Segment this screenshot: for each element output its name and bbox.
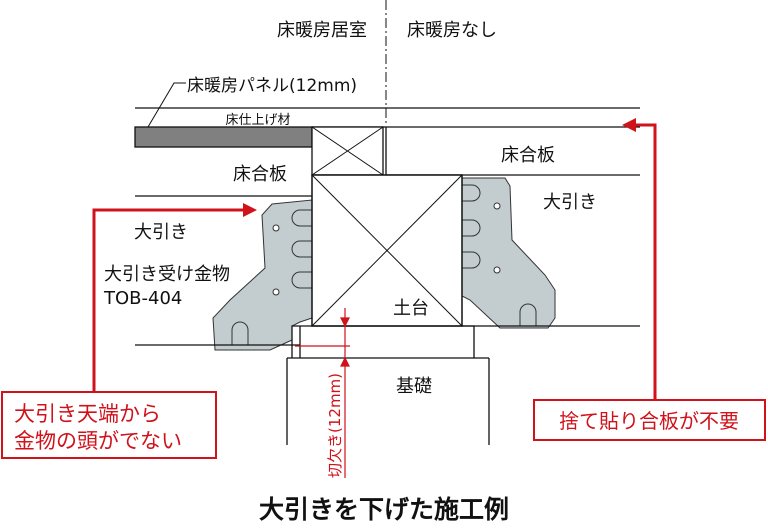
label-foundation: 基礎 [396, 376, 432, 397]
bracket-left-slots [231, 209, 312, 345]
label-sill: 土台 [393, 298, 429, 319]
spacer-block [311, 126, 387, 176]
diagram-title: 大引きを下げた施工例 [259, 495, 509, 524]
sill-block [311, 174, 463, 327]
heating-panel [134, 126, 313, 148]
label-heated-room: 床暖房居室 [277, 20, 367, 41]
right-callout-box [533, 399, 766, 441]
label-bracket-name: 大引き受け金物 [104, 264, 230, 285]
label-panel: 床暖房パネル(12mm) [187, 76, 357, 96]
label-unheated: 床暖房なし [407, 20, 497, 41]
panel-leader-line [147, 82, 186, 128]
label-bracket-model: TOB-404 [103, 288, 182, 309]
left-callout-line1: 大引き天端から [14, 402, 161, 426]
foundation [286, 325, 490, 445]
beam-bracket-right [461, 177, 556, 329]
label-beam-left: 大引き [134, 222, 188, 243]
label-notch: 切欠き(12mm) [326, 373, 344, 478]
label-subfloor-right: 床合板 [501, 145, 555, 166]
right-callout-text: 捨て貼り合板が不要 [559, 409, 739, 433]
left-callout-line2: 金物の頭がでない [14, 429, 182, 453]
left-callout-box [1, 391, 217, 459]
label-subfloor-left: 床合板 [233, 164, 287, 185]
right-callout-line [635, 123, 657, 400]
bracket-right-slots [462, 184, 537, 326]
label-floor-finish: 床仕上げ材 [225, 113, 290, 128]
label-beam-right: 大引き [543, 192, 597, 213]
notch-dimension [295, 308, 350, 478]
right-arrow-icon [622, 118, 636, 132]
left-arrow-icon [243, 203, 257, 217]
left-callout-line [92, 208, 245, 392]
